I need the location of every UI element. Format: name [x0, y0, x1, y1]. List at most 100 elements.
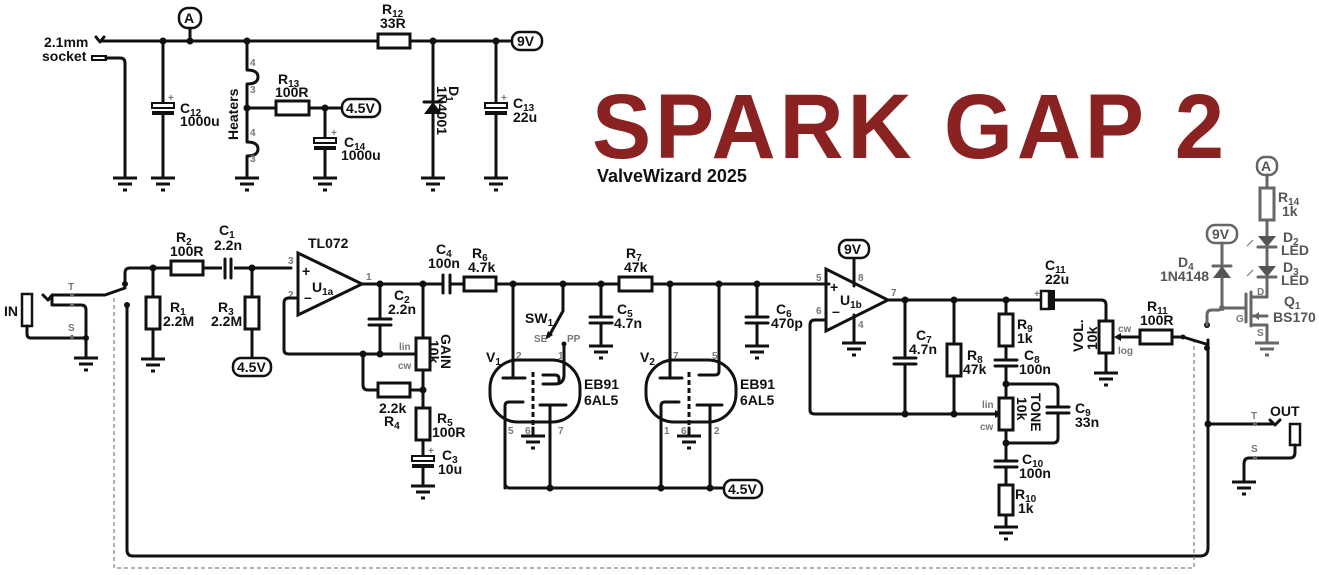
svg-text:C8: C8: [1024, 347, 1040, 366]
svg-text:4: 4: [250, 58, 256, 69]
svg-text:100n: 100n: [1019, 465, 1051, 481]
svg-text:R1: R1: [170, 299, 186, 318]
svg-text:C6: C6: [776, 301, 792, 320]
schematic-title: SPARK GAP 2: [592, 76, 1228, 178]
svg-text:D: D: [1257, 287, 1264, 298]
svg-text:4.7n: 4.7n: [909, 341, 937, 357]
svg-text:TONE: TONE: [1028, 393, 1044, 432]
svg-text:lin: lin: [982, 400, 994, 411]
svg-text:C13: C13: [513, 95, 535, 114]
svg-text:4: 4: [250, 128, 256, 139]
svg-text:S: S: [68, 323, 75, 334]
svg-text:2: 2: [714, 426, 720, 437]
mosfet-q1-icon: [1249, 290, 1269, 345]
svg-text:+: +: [428, 446, 434, 457]
heater-coil-icon: [245, 39, 260, 180]
svg-text:1: 1: [558, 351, 564, 362]
svg-text:100R: 100R: [1140, 312, 1173, 328]
svg-text:8: 8: [858, 273, 864, 284]
svg-text:T: T: [68, 282, 74, 293]
svg-text:9V: 9V: [1212, 226, 1230, 242]
svg-text:R4: R4: [384, 413, 400, 432]
svg-text:R2: R2: [176, 229, 192, 248]
tone-pot-icon: [997, 396, 1015, 432]
output-jack-icon: [1288, 422, 1302, 447]
svg-text:100R: 100R: [275, 84, 308, 100]
svg-text:9V: 9V: [517, 33, 535, 49]
svg-text:U1a: U1a: [312, 279, 334, 298]
svg-text:C5: C5: [617, 301, 633, 320]
svg-text:GAIN: GAIN: [438, 334, 454, 369]
svg-text:33n: 33n: [1075, 414, 1099, 430]
svg-text:R5: R5: [437, 410, 453, 429]
svg-text:100n: 100n: [1019, 361, 1051, 377]
svg-text:VOL.: VOL.: [1070, 319, 1086, 352]
node-a-tag: [177, 6, 203, 30]
svg-text:PP: PP: [567, 334, 581, 345]
svg-text:10k: 10k: [1084, 326, 1100, 350]
svg-text:1: 1: [366, 272, 372, 283]
power-supply-section: 2.1mm socket A + C12 1000u 4 3 4 3 Heate…: [42, 1, 544, 192]
svg-text:D3: D3: [1283, 259, 1299, 278]
svg-text:A: A: [1261, 158, 1271, 174]
output-jack-label: OUT: [1270, 403, 1300, 419]
svg-text:3: 3: [250, 154, 256, 165]
svg-text:100n: 100n: [428, 255, 460, 271]
svg-text:2: 2: [288, 290, 294, 301]
svg-text:6: 6: [681, 426, 687, 437]
svg-text:1000u: 1000u: [341, 147, 381, 163]
svg-text:R13: R13: [278, 71, 300, 90]
svg-text:SW1: SW1: [525, 310, 554, 329]
svg-text:9V: 9V: [844, 241, 862, 257]
rail-9v-tag: [510, 30, 544, 52]
svg-text:C11: C11: [1045, 257, 1066, 276]
svg-text:–: –: [304, 289, 312, 305]
heaters-label: Heaters: [225, 88, 241, 140]
svg-text:V1: V1: [486, 349, 501, 368]
svg-text:7: 7: [891, 288, 897, 299]
r13-symbol: [274, 99, 311, 117]
svg-text:R3: R3: [218, 299, 234, 318]
svg-text:2.2n: 2.2n: [388, 301, 416, 317]
svg-text:cw: cw: [980, 422, 994, 433]
svg-text:1k: 1k: [1018, 500, 1034, 516]
svg-text:4.5V: 4.5V: [728, 481, 757, 497]
svg-text:2.2M: 2.2M: [211, 313, 242, 329]
node-a-label: A: [184, 10, 194, 26]
svg-text:SE: SE: [534, 334, 548, 345]
svg-text:2.2M: 2.2M: [163, 313, 194, 329]
svg-text:+: +: [830, 279, 838, 295]
gain-stage: TL072 + – U1a 3 2 1 C2 2.2n lin cw GAIN …: [282, 235, 465, 500]
d1-diode-icon: [424, 102, 442, 114]
svg-text:4.5V: 4.5V: [346, 100, 375, 116]
opamp-u1b-icon: [824, 266, 892, 334]
c12-value: 1000u: [180, 113, 220, 129]
ground-icon: [111, 176, 139, 192]
led-d2-icon: [1258, 236, 1276, 247]
svg-text:EB91: EB91: [584, 376, 619, 392]
svg-text:D1: D1: [443, 86, 462, 102]
svg-text:10k: 10k: [426, 340, 442, 364]
socket-pin-icon: [91, 55, 107, 61]
svg-text:4.7k: 4.7k: [468, 259, 495, 275]
svg-text:Q1: Q1: [1284, 293, 1301, 312]
valve-v1-icon: 2 1 5 6 7: [488, 282, 582, 490]
svg-text:5: 5: [816, 273, 822, 284]
svg-text:1N4148: 1N4148: [1160, 268, 1209, 284]
svg-text:U1b: U1b: [840, 292, 862, 311]
svg-text:V2: V2: [640, 349, 655, 368]
socket-label-2: socket: [42, 48, 87, 64]
svg-text:TL072: TL072: [308, 235, 349, 251]
svg-text:6AL5: 6AL5: [740, 392, 774, 408]
svg-text:C1: C1: [219, 222, 235, 241]
svg-text:R11: R11: [1147, 298, 1168, 317]
svg-text:C3: C3: [442, 447, 458, 466]
volume-pot-icon: [1097, 319, 1115, 355]
svg-text:cw: cw: [398, 361, 412, 372]
svg-text:3: 3: [288, 256, 294, 267]
svg-text:6: 6: [816, 306, 822, 317]
svg-text:LED: LED: [1281, 242, 1309, 258]
valve-clipper-section: C4 100n R6 4.7k R7 47k SW1 SE PP C5 4.7n: [428, 241, 831, 500]
credit-text: ValveWizard 2025: [597, 166, 747, 186]
